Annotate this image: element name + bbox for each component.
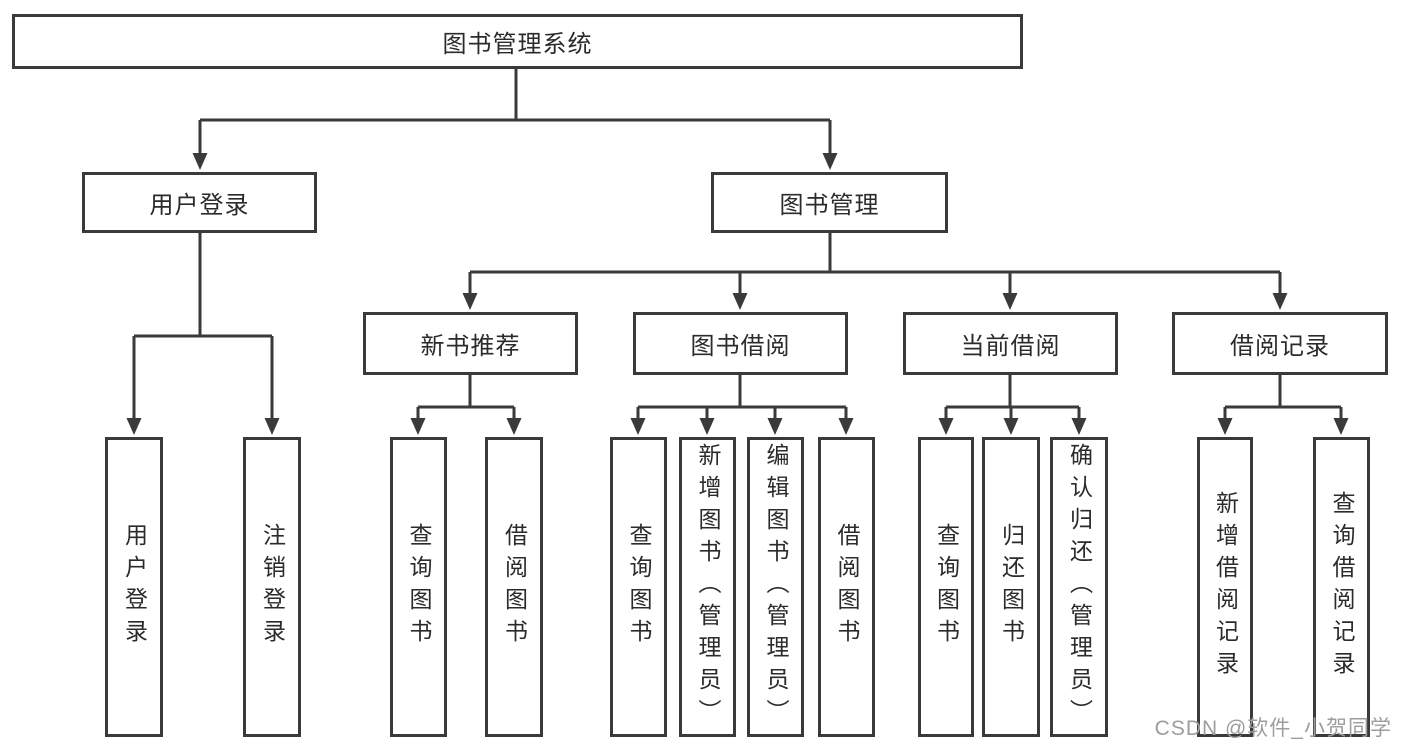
node-leaf-records-add-label: 新增借阅记录 [1212,491,1239,683]
node-leaf-borrow-borrow-label: 借阅图书 [834,523,860,651]
node-leaf-current-confirm: 确认归还（管理员） [1050,437,1108,737]
node-leaf-current-query-label: 查询图书 [933,523,960,651]
node-root: 图书管理系统 [12,14,1023,69]
edge-root-to-level2 [192,68,838,170]
node-new-book-recommend-label: 新书推荐 [420,333,521,360]
node-current-borrow: 当前借阅 [903,312,1118,375]
node-leaf-borrow-edit: 编辑图书（管理员） [747,437,804,737]
node-borrow-records-label: 借阅记录 [1230,333,1330,360]
csdn-watermark: CSDN @软件_小贺同学 [1154,717,1392,740]
node-leaf-user-login-label: 用户登录 [121,523,148,651]
node-leaf-borrow-query: 查询图书 [610,437,667,737]
node-leaf-newbook-borrow: 借阅图书 [485,437,543,737]
node-leaf-logout: 注销登录 [243,437,301,737]
edge-login-to-leaves [126,233,280,435]
edge-borrow-to-leaves [630,375,854,435]
node-leaf-logout-label: 注销登录 [259,523,286,651]
node-user-login: 用户登录 [82,172,317,233]
node-borrow-records: 借阅记录 [1172,312,1388,375]
node-leaf-current-return-label: 归还图书 [998,523,1025,651]
node-book-mgmt: 图书管理 [711,172,948,233]
node-leaf-current-return: 归还图书 [982,437,1040,737]
edge-current-to-leaves [938,375,1087,435]
node-book-borrow: 图书借阅 [633,312,848,375]
node-leaf-newbook-query-label: 查询图书 [406,523,432,651]
node-new-book-recommend: 新书推荐 [363,312,578,375]
node-book-mgmt-label: 图书管理 [779,192,880,219]
node-leaf-borrow-borrow: 借阅图书 [818,437,875,737]
node-book-borrow-label: 图书借阅 [690,333,791,360]
node-leaf-records-query: 查询借阅记录 [1313,437,1370,737]
node-leaf-user-login: 用户登录 [105,437,163,737]
node-leaf-borrow-add: 新增图书（管理员） [679,437,736,737]
node-current-borrow-label: 当前借阅 [960,333,1061,360]
node-leaf-current-query: 查询图书 [918,437,974,737]
node-leaf-records-add: 新增借阅记录 [1197,437,1253,737]
node-leaf-newbook-query: 查询图书 [390,437,447,737]
node-leaf-borrow-query-label: 查询图书 [626,523,652,651]
edge-mgmt-to-level3 [462,233,1288,310]
node-leaf-newbook-borrow-label: 借阅图书 [501,523,528,651]
node-leaf-borrow-edit-label: 编辑图书（管理员） [763,443,789,731]
node-leaf-borrow-add-label: 新增图书（管理员） [695,443,721,731]
node-leaf-records-query-label: 查询借阅记录 [1329,491,1355,683]
node-user-login-label: 用户登录 [149,192,250,219]
edge-records-to-leaves [1217,375,1349,435]
node-leaf-current-confirm-label: 确认归还（管理员） [1066,443,1093,731]
edge-newbook-to-leaves [410,375,522,435]
node-root-label: 图书管理系统 [442,31,593,58]
